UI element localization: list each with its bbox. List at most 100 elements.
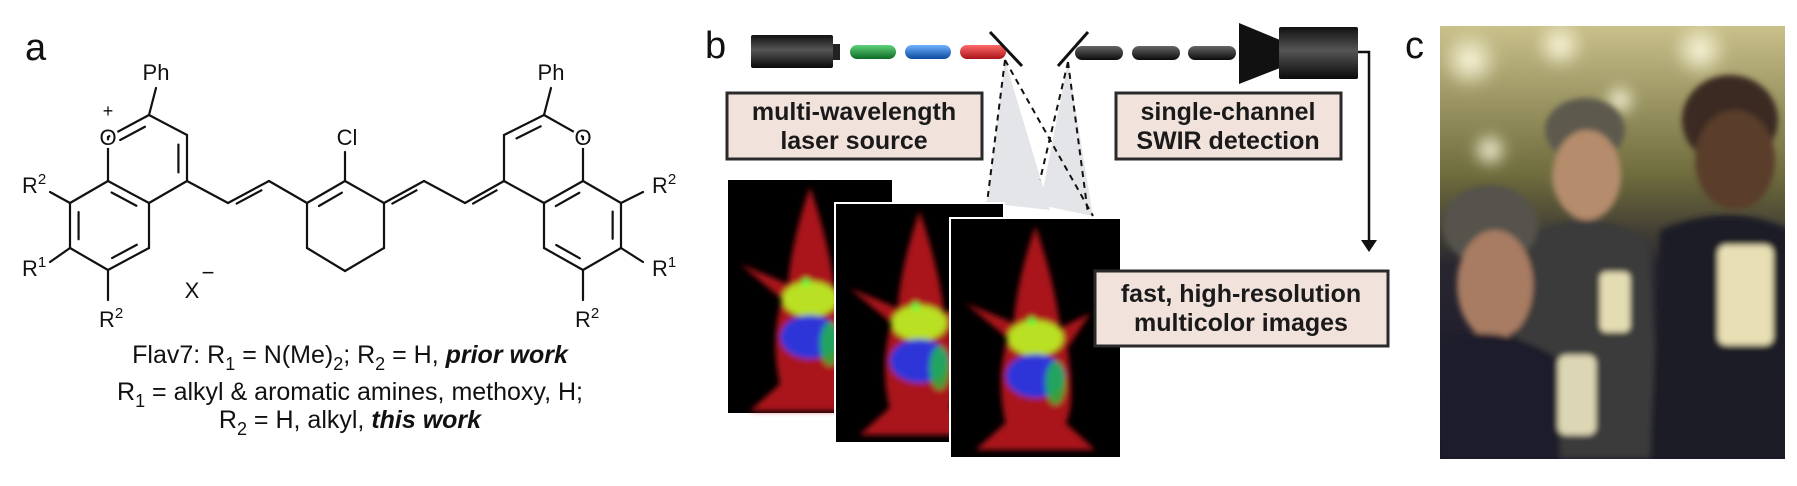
double-bond-line [110,191,138,207]
mirror-right-icon [1056,31,1090,67]
bond [382,179,426,205]
bond [463,179,506,205]
bond [422,179,467,205]
bond [68,179,110,205]
counterion-charge: − [202,260,215,285]
svg-text:multicolor images: multicolor images [1134,309,1348,337]
output-images-label-box: fast, high-resolution multicolor images [1093,269,1390,348]
laser-beam-pulses [850,45,1006,59]
caption-line-prior-work: Flav7: R1 = N(Me)2; R2 = H, prior work [132,341,569,374]
positive-charge: + [103,101,114,121]
bond [106,246,151,272]
detected-pulse [1075,46,1123,60]
svg-text:R2: R2 [22,171,46,198]
beam-pulse-red [960,45,1006,59]
subscript: 2 [333,354,343,374]
svg-text:R2: R2 [575,305,599,332]
bond [542,113,585,139]
substituent-bond [619,190,645,205]
bond [226,179,271,205]
r2-label-left-top: R2 [19,168,49,201]
double-bond-line [555,243,581,260]
panel-label-a: a [25,27,47,69]
beam-pulse-green [850,45,896,59]
bond [147,113,189,137]
caption-text: = H, [385,341,445,369]
optical-path-dashed-lines [986,59,1094,217]
collection-cone [1040,62,1093,216]
mirror-left-icon [988,30,1024,68]
multicolor-mouse-images [726,178,1122,459]
bond [305,246,347,273]
double-bond-line [119,125,147,142]
detected-pulse [1188,46,1236,60]
r2-label-right-top: R2 [649,168,679,201]
bond [581,179,623,205]
svg-text:R1: R1 [22,254,46,281]
svg-text:laser source: laser source [780,127,927,155]
substituent-bond [48,246,72,264]
bond [106,113,151,139]
subscript: 1 [225,354,235,374]
phenyl-label-right: Ph [538,60,565,85]
emphasis-text: prior work [445,341,569,369]
arrowhead-icon [1361,240,1377,252]
detector-lens-icon [1239,23,1280,84]
oxygen-label-left: O [99,125,116,150]
counterion-label: X [185,278,200,303]
bond [542,179,585,205]
bond [185,179,230,205]
bond [267,179,309,205]
caption-text: = alkyl & aromatic amines, methoxy, H; [145,378,583,406]
svg-text:R2: R2 [99,305,123,332]
substituent-bond [619,246,645,264]
swir-detector-icon [1279,27,1358,79]
svg-text:SWIR detection: SWIR detection [1136,127,1319,155]
caption-line-r1-scope: R1 = alkyl & aromatic amines, methoxy, H… [117,378,583,411]
subscript: 1 [135,391,145,411]
svg-text:multi-wavelength: multi-wavelength [752,98,956,126]
r2-label-right-bottom: R2 [572,302,602,335]
bond [343,246,386,273]
double-bond-line [515,125,542,140]
subscript: 2 [375,354,385,374]
double-bond-line [317,191,343,208]
caption-text: ; R [343,341,375,369]
laser-source-icon [751,35,833,68]
caption-text: R [219,406,237,434]
signal-arrow [1358,50,1371,244]
caption-text: Flav7: R [132,341,225,369]
svg-text:R2: R2 [652,171,676,198]
bond [542,246,585,272]
r1-label-left: R1 [19,251,49,284]
caption-text: = H, alkyl, [247,406,371,434]
phenyl-label-left: Ph [143,60,170,85]
bond [68,246,110,272]
excitation-cone [987,60,1050,210]
panel-label-c: c [1405,25,1424,67]
bond [305,179,347,205]
r2-label-left-bottom: R2 [96,302,126,335]
bond [502,113,546,137]
subscript: 2 [237,419,247,439]
oxygen-label-right: O [574,125,591,150]
bond [147,179,189,205]
r1-label-right: R1 [649,251,679,284]
emphasis-text: this work [371,406,482,434]
svg-text:fast, high-resolution: fast, high-resolution [1121,280,1361,308]
group-photo [1440,26,1785,459]
laser-aperture [833,44,840,60]
beam-pulse-blue [905,45,951,59]
double-bond-line [235,189,263,205]
substituent-bond [147,86,158,117]
laser-source-label-box: multi-wavelength laser source [725,91,984,161]
double-bond-line [554,191,581,208]
substituent-bond [48,190,72,205]
caption-line-this-work: R2 = H, alkyl, this work [219,406,482,439]
caption-text: R [117,378,135,406]
chlorine-label: Cl [337,125,358,150]
substituent-bond [542,86,553,117]
bond [106,179,151,205]
